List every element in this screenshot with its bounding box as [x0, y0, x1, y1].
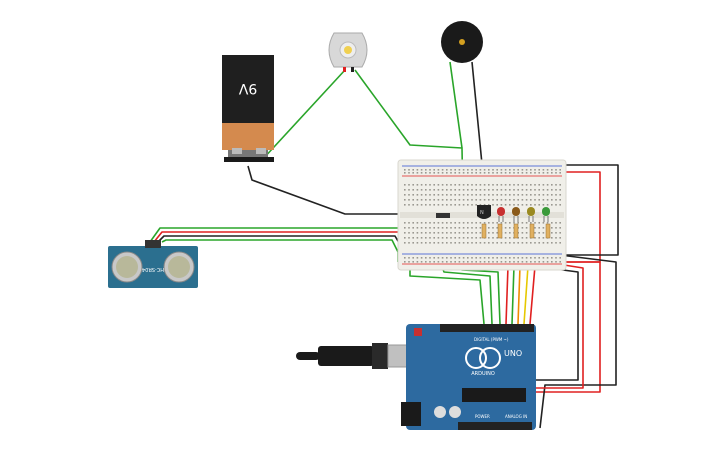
battery-9v-icon[interactable]: 9V	[222, 55, 274, 162]
svg-text:N: N	[480, 210, 484, 216]
wire-arduino-5v[interactable]	[524, 261, 601, 429]
arduino-power-label: POWER	[475, 414, 490, 419]
wire-arduino-gnd[interactable]	[539, 254, 617, 429]
led-brown	[512, 207, 520, 222]
battery-label: 9V	[238, 80, 257, 96]
arduino-digital-label: DIGITAL (PWM ~)	[474, 337, 509, 342]
wire-battery-motor[interactable]	[261, 69, 346, 161]
wire-bb-arduino-3[interactable]	[457, 261, 501, 325]
led-red	[497, 207, 505, 222]
arduino-brand: ARDUINO	[471, 371, 495, 377]
arduino-uno-icon[interactable]: ARDUINO UNO DIGITAL (PWM ~) POWER ANALOG…	[401, 324, 536, 430]
resistors	[481, 223, 551, 239]
sensor-label: HC-SR04	[142, 266, 164, 272]
led-green	[542, 207, 550, 222]
transistor[interactable]: N	[477, 205, 491, 219]
led-olive	[527, 207, 535, 222]
usb-cable-icon[interactable]	[296, 343, 425, 369]
wire-rail-black-top[interactable]	[560, 164, 619, 256]
ultrasonic-sensor-icon[interactable]: HC-SR04	[108, 240, 198, 288]
piezo-buzzer-icon[interactable]	[441, 21, 483, 63]
dc-motor-icon[interactable]	[328, 32, 368, 72]
slide-switch[interactable]	[436, 213, 450, 218]
arduino-analog-label: ANALOG IN	[505, 414, 527, 419]
leds[interactable]	[497, 207, 550, 222]
arduino-model: UNO	[504, 349, 522, 358]
wire-buzzer-green[interactable]	[449, 61, 463, 149]
